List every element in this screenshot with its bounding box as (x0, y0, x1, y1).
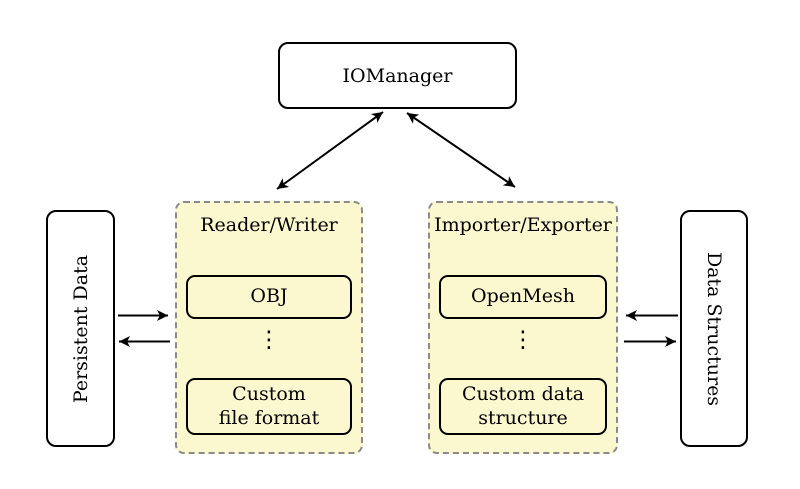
openmesh-label: OpenMesh (471, 285, 575, 308)
node-custom-data-structure: Custom data structure (439, 378, 607, 435)
node-custom-file-format: Custom file format (186, 378, 352, 435)
node-obj: OBJ (186, 275, 352, 319)
importer-exporter-title: Importer/Exporter (434, 214, 612, 236)
node-io-manager: IOManager (278, 42, 517, 109)
group-importer-exporter: Importer/Exporter OpenMesh ⋮ Custom data… (428, 201, 618, 454)
persistent-data-label: Persistent Data (69, 254, 92, 403)
node-openmesh: OpenMesh (439, 275, 607, 319)
node-data-structures: Data Structures (680, 210, 748, 447)
vertical-ellipsis: ⋮ (511, 327, 535, 353)
reader-writer-title: Reader/Writer (200, 214, 338, 236)
custom-data-structure-label: Custom data structure (461, 383, 585, 429)
arrow-iomanager-importerexporter (406, 112, 516, 188)
group-reader-writer: Reader/Writer OBJ ⋮ Custom file format (175, 201, 363, 454)
node-persistent-data: Persistent Data (46, 210, 115, 447)
vertical-ellipsis: ⋮ (257, 327, 281, 353)
io-manager-label: IOManager (342, 64, 453, 87)
custom-file-format-label: Custom file format (218, 383, 320, 429)
arrow-iomanager-readerwriter (276, 111, 384, 190)
data-structures-label: Data Structures (703, 251, 725, 406)
obj-label: OBJ (250, 285, 288, 308)
